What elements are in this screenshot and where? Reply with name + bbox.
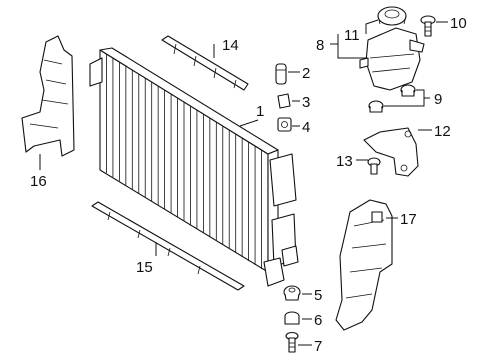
callout-7: 7 [314, 338, 322, 355]
part-10-bolt [420, 15, 436, 37]
callout-14: 14 [222, 37, 239, 54]
part-5-grommet [283, 285, 301, 301]
callout-12: 12 [434, 123, 451, 140]
part-11-tank-cap [377, 6, 407, 26]
callout-3: 3 [302, 94, 310, 111]
callout-2: 2 [302, 65, 310, 82]
callout-9: 9 [434, 91, 442, 108]
part-7-bolt [285, 331, 299, 353]
part-13-screw [367, 157, 381, 175]
part-15-lower-seal [91, 201, 245, 291]
part-1-radiator [89, 47, 299, 287]
leader-1 [239, 119, 259, 127]
callout-10: 10 [450, 15, 467, 32]
callout-5: 5 [314, 287, 322, 304]
callout-8: 8 [316, 37, 324, 54]
part-6-rubber-bushing [284, 311, 300, 325]
radiator-fins [106, 54, 262, 269]
part-17-right-air-duct [335, 199, 393, 331]
callout-11: 11 [344, 27, 360, 44]
callout-6: 6 [314, 312, 322, 329]
part-12-bracket [363, 127, 419, 177]
callout-1: 1 [256, 103, 264, 120]
callout-15: 15 [136, 259, 153, 276]
part-4-rubber-mount [277, 117, 292, 132]
part-8-expansion-tank [359, 27, 425, 91]
callout-13: 13 [336, 153, 353, 170]
part-16-left-air-duct [21, 35, 75, 157]
callout-16: 16 [30, 173, 47, 190]
part-3-grommet [277, 93, 291, 109]
callout-17: 17 [400, 211, 417, 228]
callout-4: 4 [302, 119, 310, 136]
part-14-upper-seal [161, 35, 249, 91]
leader-8 [337, 34, 366, 59]
part-2-pin [275, 63, 287, 85]
leader-11 [365, 19, 379, 34]
part-9-grommets [368, 84, 416, 113]
